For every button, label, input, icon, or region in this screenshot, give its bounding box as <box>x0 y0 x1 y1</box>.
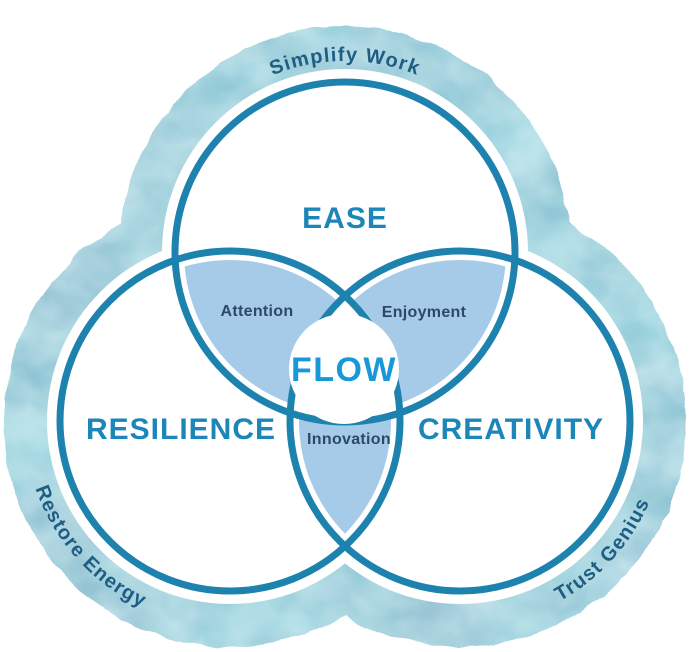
flow-center-circle <box>289 314 399 424</box>
circle-resilience <box>56 247 404 595</box>
label-creativity: CREATIVITY <box>418 413 604 446</box>
label-ease: EASE <box>302 202 388 235</box>
label-innovation: Innovation <box>307 431 391 448</box>
circle-creativity <box>286 247 634 595</box>
label-resilience: RESILIENCE <box>86 413 276 446</box>
label-flow: FLOW <box>291 351 397 389</box>
label-attention: Attention <box>221 303 294 320</box>
label-enjoyment: Enjoyment <box>382 304 467 321</box>
